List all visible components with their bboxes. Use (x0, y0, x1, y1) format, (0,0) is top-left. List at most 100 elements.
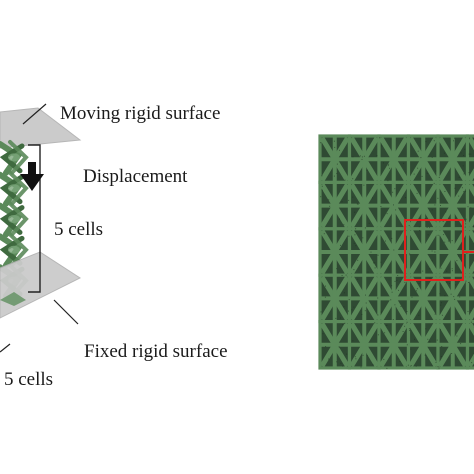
mesh-speck (343, 224, 344, 225)
mesh-speck (324, 233, 325, 234)
mesh-speck (396, 280, 397, 281)
mesh-speck (419, 230, 420, 231)
mesh-speck (440, 305, 441, 306)
mesh-speck (346, 275, 347, 276)
mesh-speck (362, 237, 363, 238)
vertical-cells-label: 5 cells (54, 219, 103, 240)
mesh-speck (439, 293, 440, 294)
mesh-speck (455, 284, 456, 285)
mesh-speck (441, 268, 442, 269)
mesh-speck (465, 191, 466, 192)
mesh-speck (448, 241, 449, 242)
mesh-speck (427, 173, 428, 174)
mesh-speck (436, 362, 437, 363)
mesh-speck (349, 299, 350, 300)
mesh-speck (361, 367, 362, 368)
mesh-speck (432, 157, 433, 158)
mesh-speck (377, 298, 378, 299)
mesh-speck (365, 227, 366, 228)
mesh-speck (409, 330, 410, 331)
mesh-speck (380, 206, 381, 207)
mesh-speck (373, 262, 374, 263)
mesh-speck (336, 173, 337, 174)
mesh-speck (348, 200, 349, 201)
mesh-speck (411, 365, 412, 366)
mesh-speck (320, 142, 321, 143)
mesh-speck (354, 212, 355, 213)
mesh-speck (469, 172, 470, 173)
mesh-speck (418, 151, 419, 152)
mesh-speck (342, 324, 343, 325)
mesh-speck (437, 198, 438, 199)
mesh-speck (400, 281, 401, 282)
mesh-speck (363, 355, 364, 356)
mesh-speck (384, 332, 385, 333)
mesh-speck (342, 275, 343, 276)
mesh-speck (340, 245, 341, 246)
mesh-cell (438, 322, 468, 368)
moving-surface-label: Moving rigid surface (60, 103, 220, 124)
mesh-speck (352, 340, 353, 341)
mesh-speck (353, 307, 354, 308)
mesh-cell (409, 322, 439, 368)
mesh-speck (459, 297, 460, 298)
mesh-speck (470, 207, 471, 208)
mesh-speck (374, 262, 375, 263)
mesh-speck (428, 234, 429, 235)
mesh-cell (320, 322, 350, 368)
mesh-speck (440, 205, 441, 206)
lattice-3d-panel: Moving rigid surface Displacement 5 cell… (0, 103, 228, 390)
mesh-speck (321, 311, 322, 312)
mesh-speck (322, 190, 323, 191)
mesh-speck (342, 366, 343, 367)
mesh-cell (350, 182, 380, 228)
mesh-speck (452, 268, 453, 269)
mesh-speck (404, 282, 405, 283)
mesh-speck (400, 306, 401, 307)
mesh-speck (325, 286, 326, 287)
mesh-speck (418, 315, 419, 316)
mesh-speck (365, 310, 366, 311)
mesh-speck (362, 156, 363, 157)
mesh-speck (346, 354, 347, 355)
mesh-speck (466, 219, 467, 220)
mesh-speck (336, 361, 337, 362)
mesh-speck (430, 268, 431, 269)
mesh-speck (398, 290, 399, 291)
mesh-speck (355, 358, 356, 359)
mesh-speck (441, 346, 442, 347)
mesh-speck (419, 226, 420, 227)
mesh-cell (350, 229, 380, 275)
mesh-speck (409, 225, 410, 226)
mesh-speck (364, 156, 365, 157)
mesh-speck (460, 343, 461, 344)
mesh-speck (416, 366, 417, 367)
mesh-speck (404, 326, 405, 327)
mesh-speck (470, 310, 471, 311)
mesh-speck (378, 255, 379, 256)
mesh-speck (403, 331, 404, 332)
mesh-speck (449, 283, 450, 284)
mesh-speck (420, 157, 421, 158)
mesh-speck (336, 268, 337, 269)
mesh-cell (438, 136, 468, 182)
mesh-speck (445, 211, 446, 212)
mesh-speck (438, 235, 439, 236)
mesh-speck (386, 368, 387, 369)
mesh-speck (354, 234, 355, 235)
horizontal-cells-bracket (0, 344, 10, 352)
mesh-speck (352, 156, 353, 157)
mesh-speck (464, 313, 465, 314)
mesh-speck (387, 213, 388, 214)
mesh-speck (322, 186, 323, 187)
mesh-cell (379, 275, 409, 321)
mesh-speck (414, 339, 415, 340)
mesh-speck (368, 272, 369, 273)
mesh-speck (470, 154, 471, 155)
mesh-speck (403, 163, 404, 164)
mesh-speck (460, 318, 461, 319)
mesh-speck (399, 361, 400, 362)
mesh-cell (320, 182, 350, 228)
mesh-speck (444, 242, 445, 243)
mesh-speck (381, 145, 382, 146)
